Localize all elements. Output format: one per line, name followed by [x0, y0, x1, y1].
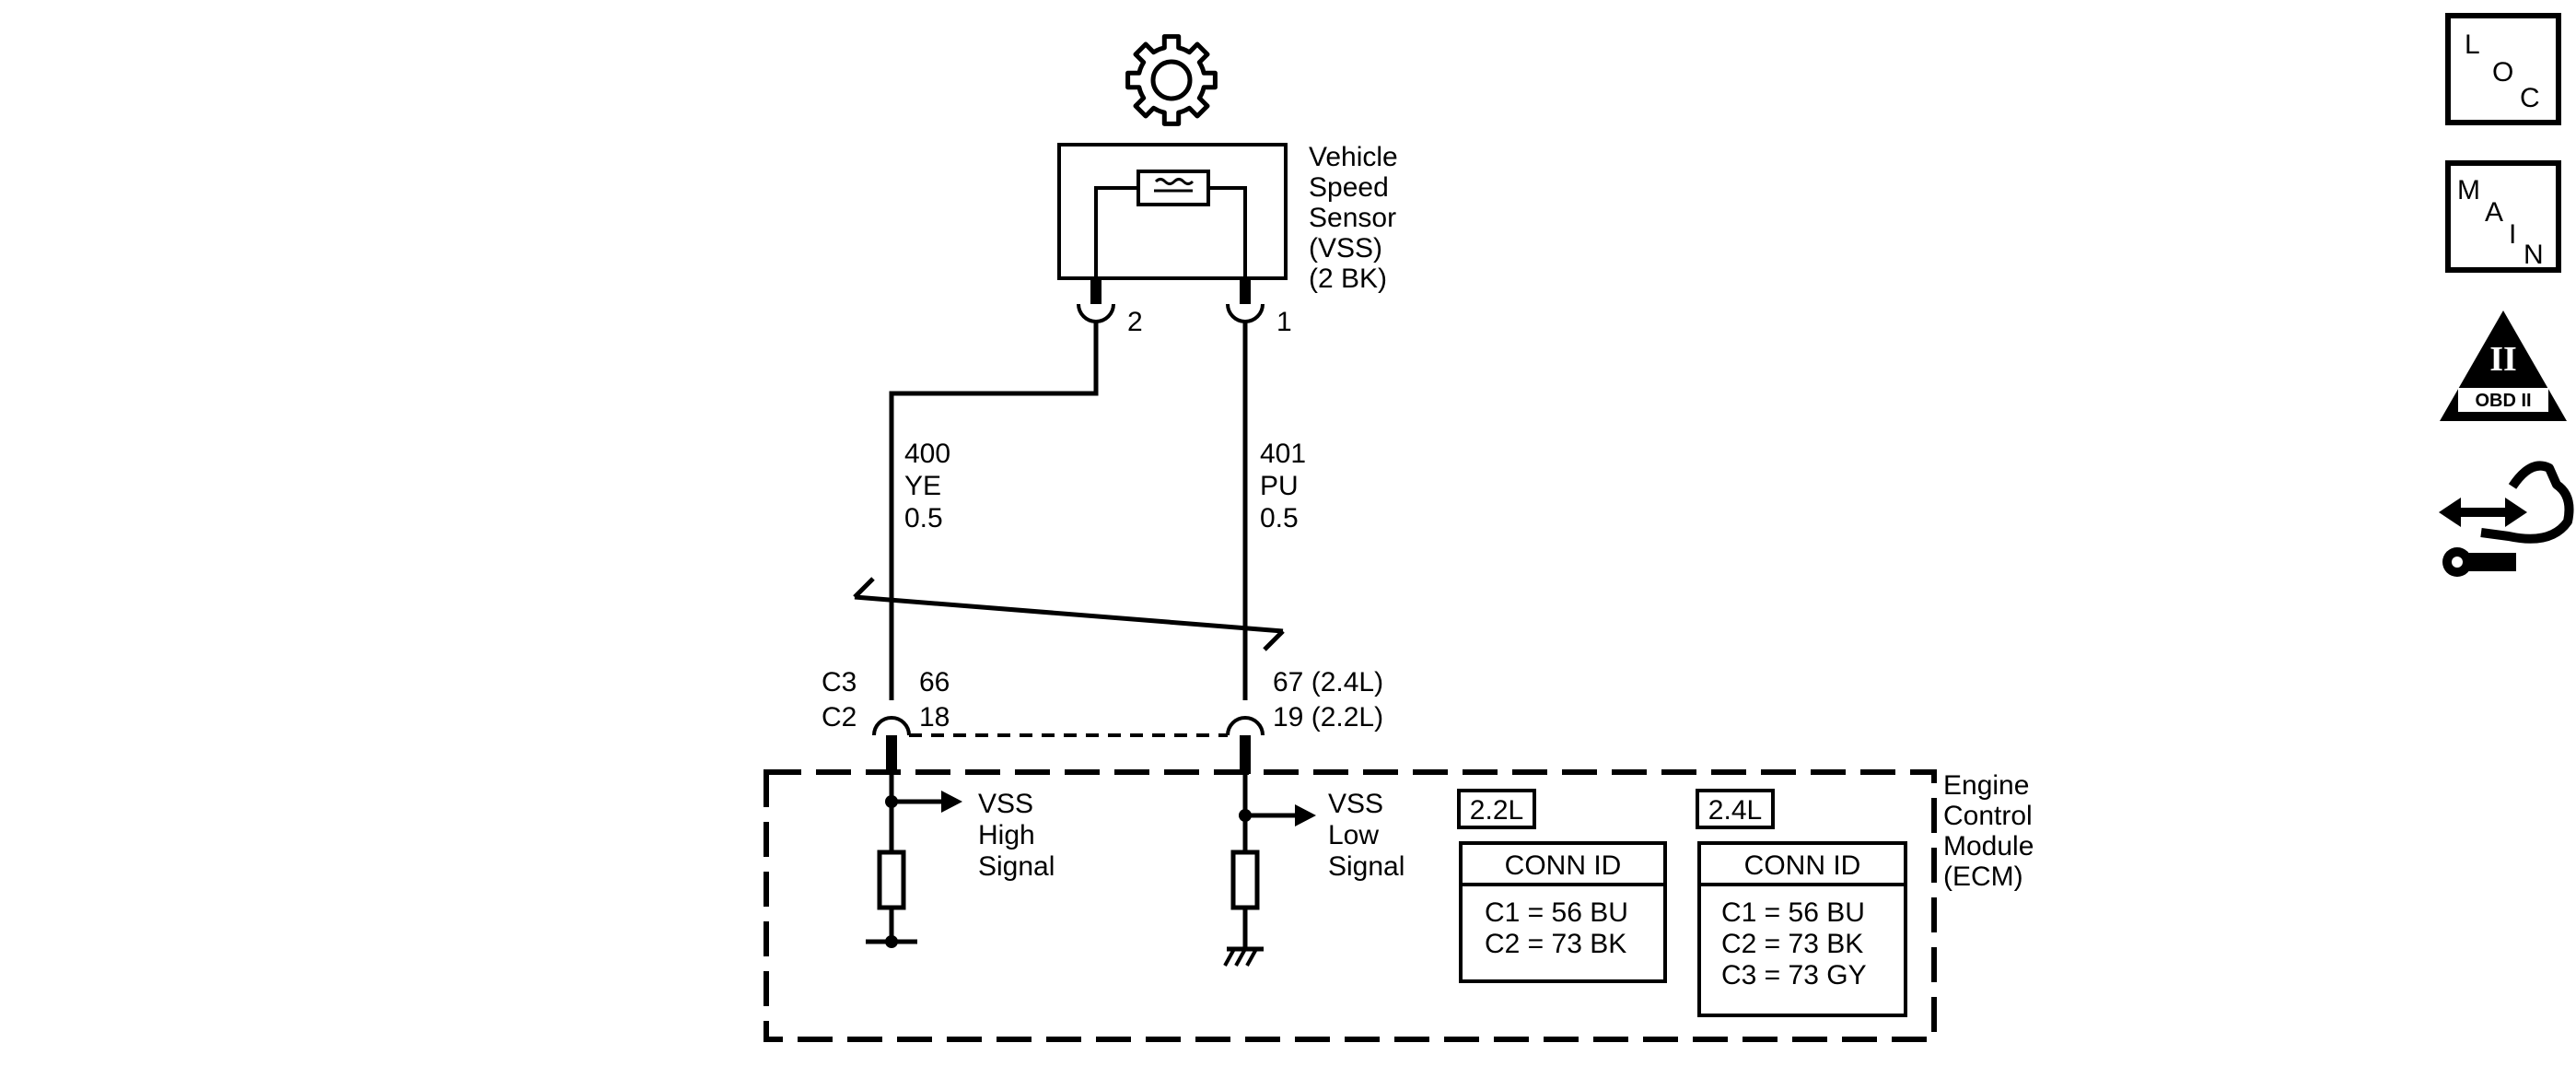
obd-ii-button[interactable]: II OBD II [2440, 311, 2567, 421]
low-signal-line3: Signal [1328, 851, 1405, 882]
high-signal-ground-node [885, 935, 898, 948]
vss-name-line3: Sensor [1309, 203, 1396, 233]
loc-letter: O [2492, 57, 2513, 88]
ecm-high-signal-circuit [866, 774, 941, 944]
ecm-boundary [763, 769, 1937, 1042]
low-signal-junction [1239, 809, 1252, 822]
conn-table-2.2l: 2.2L CONN ID C1 = 56 BU C2 = 73 BK [1457, 789, 1667, 983]
ecm-name-line4: (ECM) [1943, 861, 2023, 892]
obd-ii-label: OBD II [2475, 391, 2531, 411]
ecm-name-line3: Module [1943, 831, 2034, 861]
conn-table-row: C1 = 56 BU [1721, 897, 1865, 928]
low-signal-line2: Low [1328, 820, 1379, 850]
obd-ii-numeral: II [2489, 340, 2517, 379]
loc-letter: L [2465, 29, 2480, 60]
wire-401-color: PU [1260, 471, 1299, 501]
vss-name-line5: (2 BK) [1309, 264, 1387, 294]
twisted-pair-marker [853, 577, 1285, 651]
conn-c2-label: C2 [822, 702, 857, 733]
ecm-low-signal-circuit [1227, 774, 1295, 952]
diagnostic-button[interactable] [2439, 461, 2574, 578]
high-signal-line2: High [978, 820, 1035, 850]
conn-table-2.4l: 2.4L CONN ID C1 = 56 BU C2 = 73 BK C3 = … [1696, 789, 1907, 1017]
conn-table-engine: 2.2L [1470, 795, 1523, 826]
wire-400-color: YE [904, 471, 941, 501]
high-signal-arrow [941, 791, 962, 813]
wire-400-gauge: 0.5 [904, 503, 943, 533]
gear-icon [1125, 34, 1218, 126]
main-letter: A [2485, 197, 2503, 228]
conn-table-row: C1 = 56 BU [1485, 897, 1628, 928]
vss-pin-1-label: 1 [1276, 307, 1292, 337]
vss-sensor-component [1057, 143, 1288, 280]
conn-right-pin-c3: 67 (2.4L) [1273, 667, 1383, 697]
ecm-name-line2: Control [1943, 801, 2033, 831]
conn-table-row: C2 = 73 BK [1721, 929, 1863, 959]
loc-button[interactable]: L O C [2445, 13, 2561, 125]
main-letter: I [2509, 219, 2516, 250]
wire-401-gauge: 0.5 [1260, 503, 1299, 533]
ecm-name-line1: Engine [1943, 770, 2029, 801]
main-letter: M [2457, 175, 2480, 205]
main-letter: N [2524, 240, 2544, 270]
conn-right-pin-c2: 19 (2.2L) [1273, 702, 1383, 733]
low-signal-line1: VSS [1328, 789, 1383, 819]
ecm-connector [872, 716, 1265, 774]
low-signal-arrow [1295, 804, 1316, 826]
conn-table-engine: 2.4L [1708, 795, 1762, 826]
ground-icon [1223, 948, 1258, 967]
vss-name-line2: Speed [1309, 172, 1389, 203]
conn-left-pin-c3: 66 [919, 667, 950, 697]
wire-400 [889, 322, 1099, 700]
high-signal-line1: VSS [978, 789, 1033, 819]
conn-table-row: C2 = 73 BK [1485, 929, 1626, 959]
high-signal-junction [885, 795, 898, 808]
conn-left-pin-c2: 18 [919, 702, 950, 733]
loc-letter: C [2520, 83, 2540, 113]
diagnostic-icon [2439, 461, 2574, 577]
conn-table-header: CONN ID [1505, 850, 1622, 881]
vss-name-line1: Vehicle [1309, 142, 1398, 172]
wire-400-circuit: 400 [904, 439, 950, 469]
conn-table-header: CONN ID [1744, 850, 1861, 881]
wire-401-circuit: 401 [1260, 439, 1306, 469]
main-button[interactable]: M A I N [2445, 160, 2561, 273]
high-signal-line3: Signal [978, 851, 1055, 882]
conn-c3-label: C3 [822, 667, 857, 697]
vss-connector [1077, 278, 1265, 323]
vss-name-line4: (VSS) [1309, 233, 1382, 264]
vss-pin-2-label: 2 [1127, 307, 1143, 337]
conn-table-row: C3 = 73 GY [1721, 960, 1867, 990]
